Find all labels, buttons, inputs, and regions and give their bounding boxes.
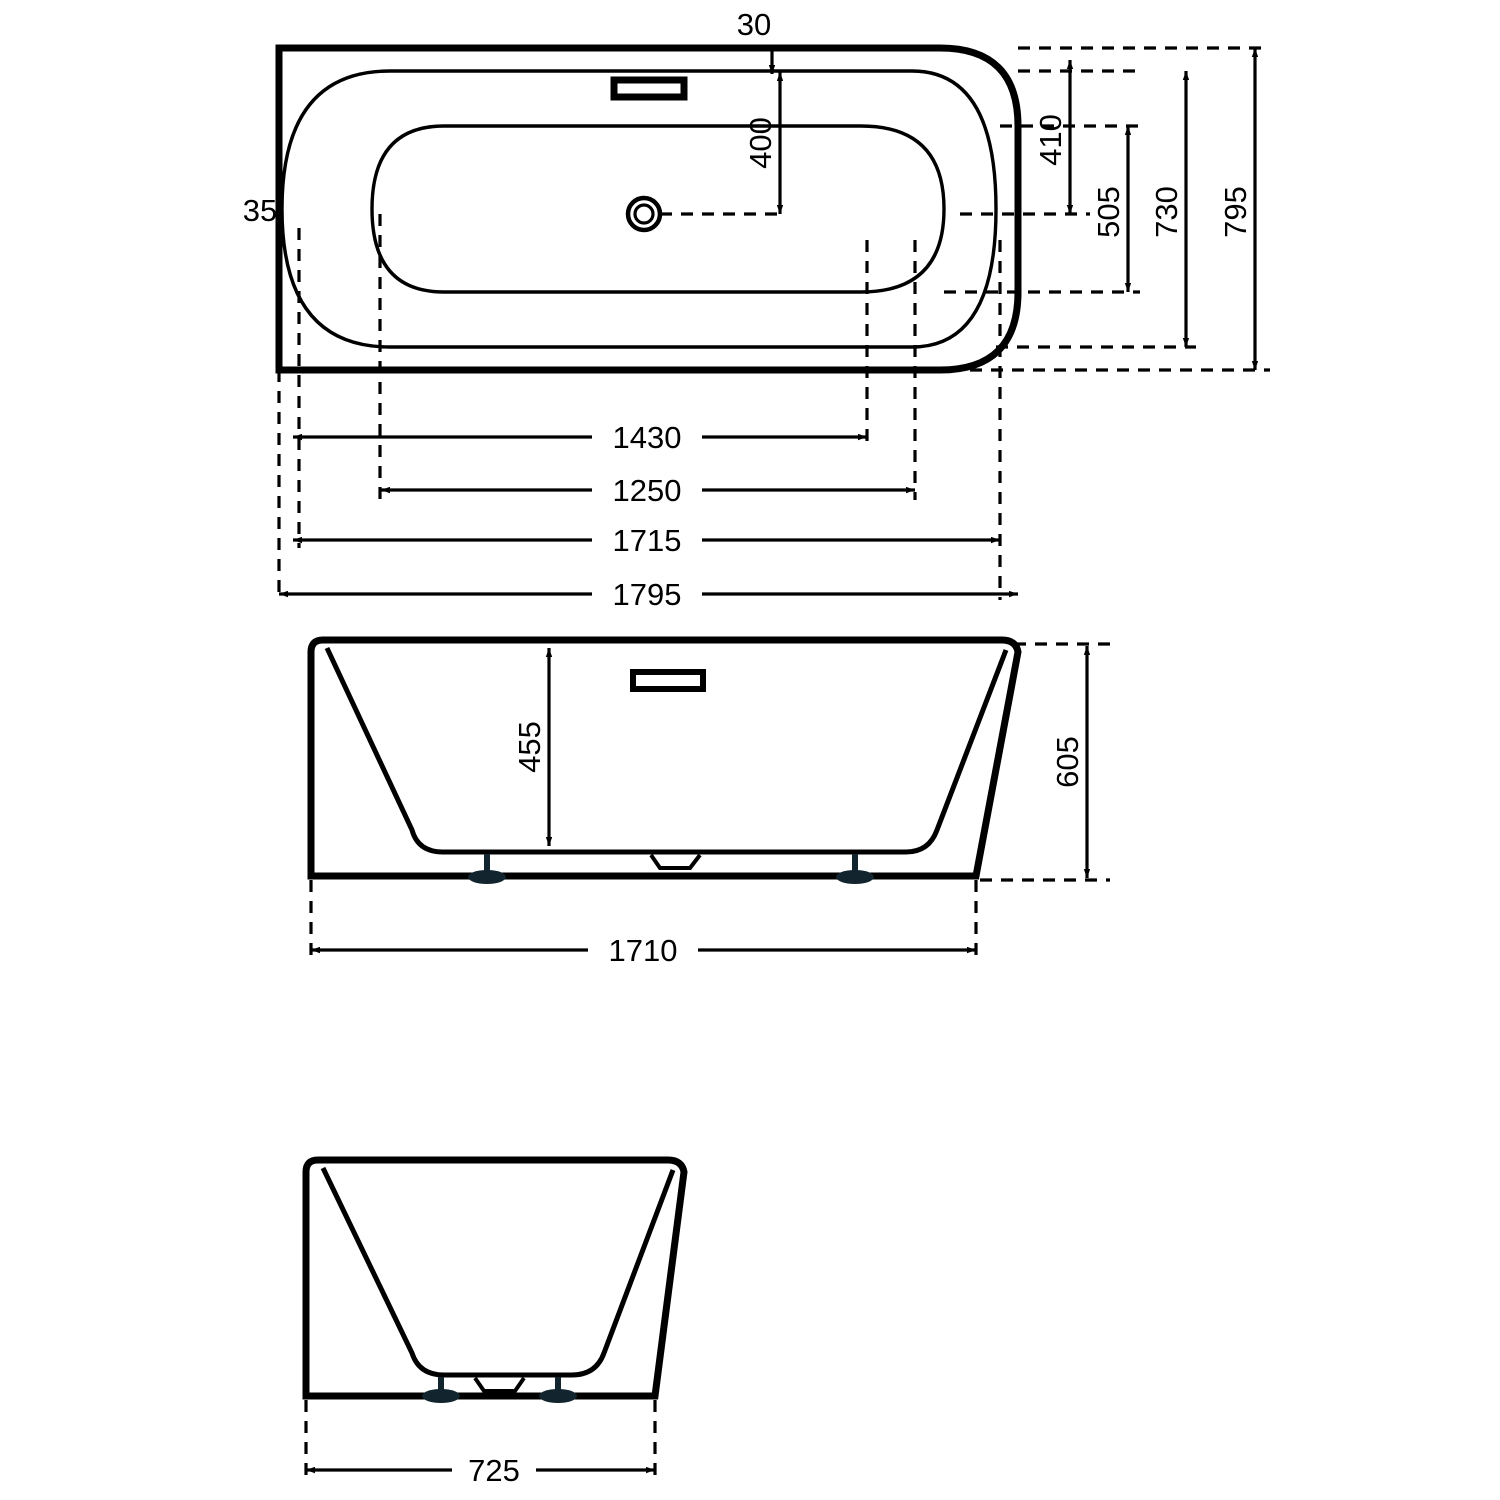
drain-inner-ring — [633, 203, 655, 225]
dim-30: 30 — [737, 7, 776, 74]
support-feet-end — [422, 1377, 577, 1403]
side-view-extension-lines — [309, 642, 1110, 955]
dim-455: 455 — [512, 648, 553, 846]
top-view-extension-lines — [277, 46, 1270, 600]
dim-605: 605 — [1050, 646, 1091, 878]
drain-outer-ring — [625, 195, 663, 233]
end-tub-body — [302, 1156, 688, 1400]
basin-inner-oval — [370, 124, 946, 294]
dim-1710: 1710 — [311, 931, 976, 969]
dim-795-label: 795 — [1218, 186, 1253, 238]
dim-605-label: 605 — [1050, 736, 1085, 788]
waste-outlet-end — [473, 1376, 526, 1393]
dim-1250: 1250 — [381, 471, 915, 509]
dim-400-label: 400 — [743, 117, 778, 169]
dim-1250-label: 1250 — [613, 473, 682, 508]
dim-30-label: 30 — [737, 7, 771, 42]
dim-730-label: 730 — [1149, 186, 1184, 238]
side-basin-profile — [324, 646, 1009, 855]
dim-1795: 1795 — [279, 575, 1018, 613]
dim-730: 730 — [1149, 71, 1190, 347]
dim-35-label: 35 — [243, 193, 277, 228]
dim-1715: 1715 — [293, 521, 1000, 559]
dim-1715-label: 1715 — [613, 523, 682, 558]
support-feet-side — [468, 854, 874, 884]
end-view: 725 — [302, 1156, 688, 1489]
dim-725-label: 725 — [468, 1453, 520, 1488]
dim-725: 725 — [306, 1451, 655, 1489]
dim-410: 410 — [1033, 60, 1074, 214]
side-tub-body — [307, 636, 1022, 880]
dim-1795-label: 1795 — [613, 577, 682, 612]
overflow-slot-top — [610, 76, 688, 101]
top-view: 30 400 35 410 505 730 — [243, 7, 1270, 613]
dim-795: 795 — [1218, 48, 1259, 370]
dim-1430-label: 1430 — [613, 420, 682, 455]
waste-outlet-side — [649, 853, 702, 870]
dim-505-label: 505 — [1091, 186, 1126, 238]
dim-410-label: 410 — [1033, 114, 1068, 166]
end-basin-profile — [320, 1166, 676, 1378]
dim-1710-label: 1710 — [609, 933, 678, 968]
side-view: 455 605 1710 — [307, 636, 1110, 969]
dim-505: 505 — [1091, 126, 1132, 292]
overflow-slot-side — [630, 669, 706, 692]
dim-400: 400 — [743, 72, 784, 214]
dim-1430: 1430 — [293, 418, 867, 456]
dim-455-label: 455 — [512, 721, 547, 773]
basin-outer-oval — [280, 69, 998, 349]
